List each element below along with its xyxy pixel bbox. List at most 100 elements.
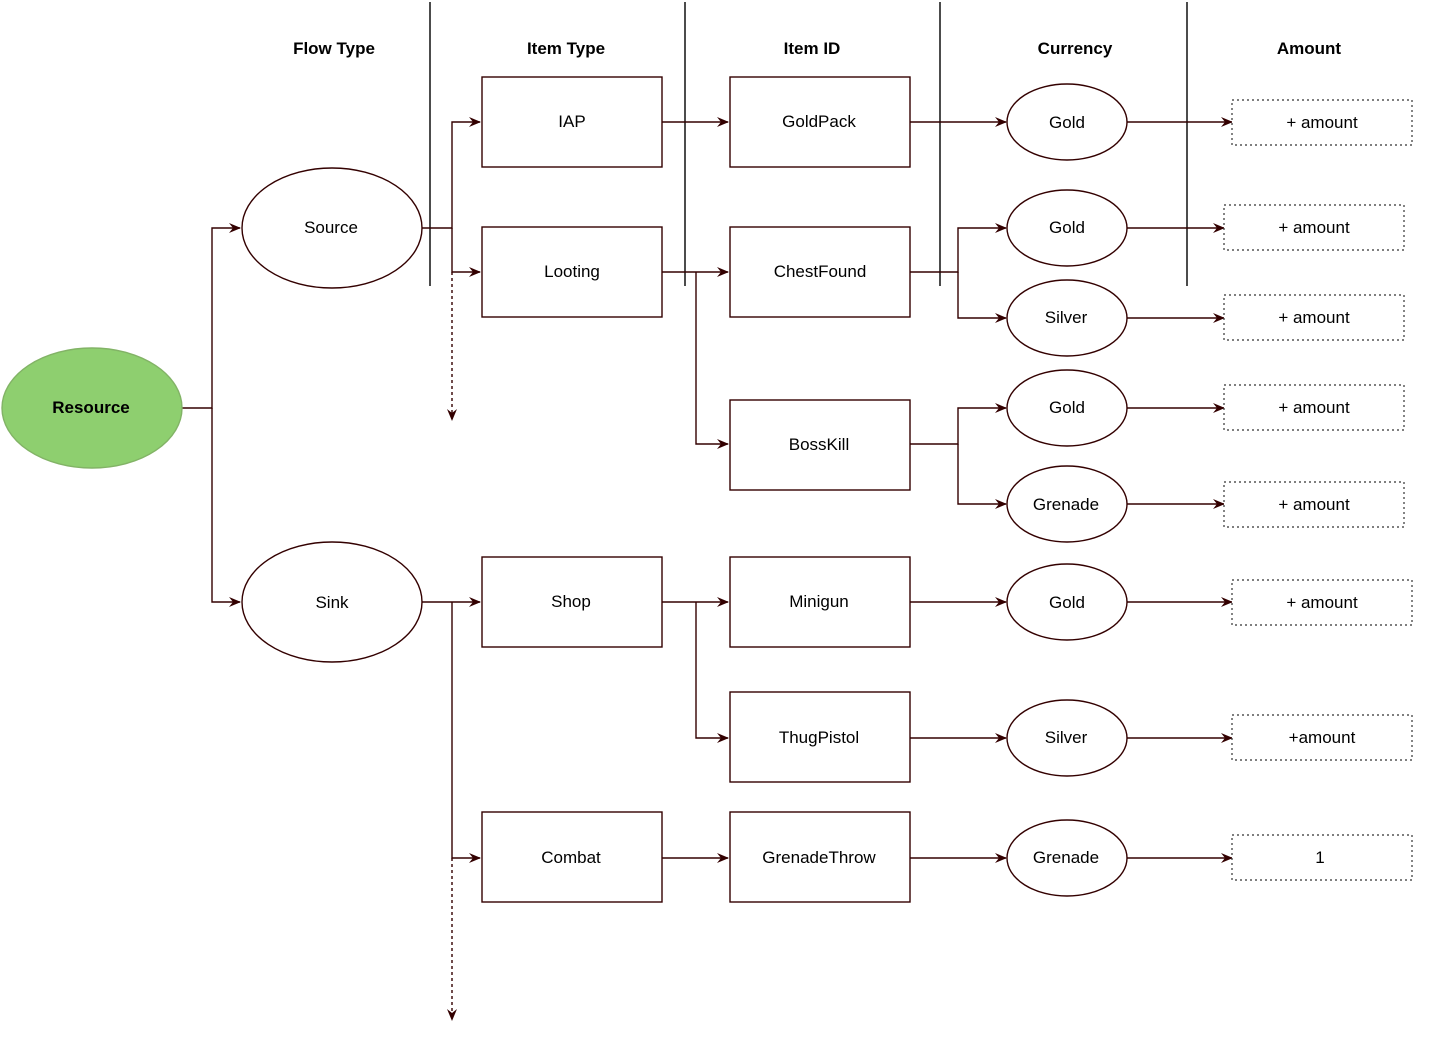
amount-label: 1 bbox=[1315, 848, 1324, 867]
edge-source-iap bbox=[422, 117, 481, 229]
amount-box bbox=[1223, 384, 1405, 431]
flow-label-sink: Sink bbox=[315, 593, 349, 612]
amount-box bbox=[1223, 294, 1405, 341]
amount-box bbox=[1223, 481, 1405, 528]
flow-node-source: Source bbox=[241, 167, 423, 289]
item-id-box bbox=[729, 811, 911, 903]
flow-ellipse bbox=[241, 167, 423, 289]
edge-sink-combat bbox=[451, 602, 481, 863]
currency-label: Grenade bbox=[1033, 495, 1099, 514]
currency-node: Silver bbox=[1006, 699, 1128, 777]
edge-source-looting bbox=[451, 228, 481, 277]
header-item-id: Item ID bbox=[784, 39, 841, 58]
item-type-combat: Combat bbox=[481, 811, 663, 903]
item-id-label: ChestFound bbox=[774, 262, 867, 281]
edge-looting-bosskill bbox=[695, 272, 729, 449]
item-type-label: Combat bbox=[541, 848, 601, 867]
item-type-label: Shop bbox=[551, 592, 591, 611]
item-id-box bbox=[729, 691, 911, 783]
amount-box bbox=[1223, 204, 1405, 251]
item-id-bosskill: BossKill bbox=[729, 399, 911, 491]
currency-ellipse bbox=[1006, 699, 1128, 777]
currency-label: Grenade bbox=[1033, 848, 1099, 867]
item-id-label: Minigun bbox=[789, 592, 849, 611]
currency-ellipse bbox=[1006, 465, 1128, 543]
amount-label: +amount bbox=[1289, 728, 1356, 747]
amount-box bbox=[1231, 99, 1413, 146]
amount-label: + amount bbox=[1286, 113, 1358, 132]
item-id-label: GoldPack bbox=[782, 112, 856, 131]
amount-box bbox=[1231, 714, 1413, 761]
edge-resource-source bbox=[182, 223, 241, 409]
header-currency: Currency bbox=[1038, 39, 1113, 58]
header-flow-type: Flow Type bbox=[293, 39, 375, 58]
currency-node: Grenade bbox=[1006, 465, 1128, 543]
amount-label: + amount bbox=[1278, 495, 1350, 514]
item-id-box bbox=[729, 76, 911, 168]
edge-bosskill-gold bbox=[910, 403, 1007, 445]
amount-node: + amount bbox=[1223, 384, 1405, 431]
item-id-box bbox=[729, 399, 911, 491]
item-type-looting: Looting bbox=[481, 226, 663, 318]
item-id-box bbox=[729, 226, 911, 318]
edge-chestfound-silver bbox=[957, 272, 1007, 323]
item-id-grenadethrow: GrenadeThrow bbox=[729, 811, 911, 903]
currency-node: Grenade bbox=[1006, 819, 1128, 897]
currency-label: Silver bbox=[1045, 308, 1088, 327]
currency-label: Gold bbox=[1049, 113, 1085, 132]
item-id-label: GrenadeThrow bbox=[762, 848, 876, 867]
edge-shop-thugpistol bbox=[695, 602, 729, 743]
item-type-shop: Shop bbox=[481, 556, 663, 648]
edge-chestfound-gold bbox=[910, 223, 1007, 273]
item-type-label: Looting bbox=[544, 262, 600, 281]
currency-label: Gold bbox=[1049, 218, 1085, 237]
currency-ellipse bbox=[1006, 563, 1128, 641]
amount-label: + amount bbox=[1278, 218, 1350, 237]
item-type-box bbox=[481, 556, 663, 648]
amount-label: + amount bbox=[1286, 593, 1358, 612]
edge-resource-sink bbox=[211, 408, 241, 607]
edge-bosskill-grenade bbox=[957, 444, 1007, 509]
currency-ellipse bbox=[1006, 369, 1128, 447]
currency-label: Gold bbox=[1049, 398, 1085, 417]
amount-node: + amount bbox=[1223, 481, 1405, 528]
currency-ellipse bbox=[1006, 83, 1128, 161]
currency-ellipse bbox=[1006, 819, 1128, 897]
currency-ellipse bbox=[1006, 189, 1128, 267]
currency-node: Silver bbox=[1006, 279, 1128, 357]
amount-box bbox=[1231, 579, 1413, 626]
item-id-label: ThugPistol bbox=[779, 728, 859, 747]
header-item-type: Item Type bbox=[527, 39, 605, 58]
amount-node: + amount bbox=[1231, 99, 1413, 146]
item-type-box bbox=[481, 226, 663, 318]
amount-label: + amount bbox=[1278, 308, 1350, 327]
item-id-chestfound: ChestFound bbox=[729, 226, 911, 318]
header-amount: Amount bbox=[1277, 39, 1342, 58]
item-type-box bbox=[481, 76, 663, 168]
currency-node: Gold bbox=[1006, 563, 1128, 641]
currency-label: Silver bbox=[1045, 728, 1088, 747]
root-ellipse bbox=[1, 347, 183, 469]
currency-label: Gold bbox=[1049, 593, 1085, 612]
flow-ellipse bbox=[241, 541, 423, 663]
amount-node: + amount bbox=[1231, 579, 1413, 626]
amount-node: + amount bbox=[1223, 204, 1405, 251]
currency-node: Gold bbox=[1006, 189, 1128, 267]
item-type-iap: IAP bbox=[481, 76, 663, 168]
item-id-label: BossKill bbox=[789, 435, 849, 454]
root-node-resource: Resource bbox=[1, 347, 183, 469]
item-id-thugpistol: ThugPistol bbox=[729, 691, 911, 783]
item-id-goldpack: GoldPack bbox=[729, 76, 911, 168]
amount-node: +amount bbox=[1231, 714, 1413, 761]
root-label: Resource bbox=[52, 398, 129, 417]
currency-node: Gold bbox=[1006, 83, 1128, 161]
item-type-box bbox=[481, 811, 663, 903]
item-id-box bbox=[729, 556, 911, 648]
item-id-minigun: Minigun bbox=[729, 556, 911, 648]
item-type-label: IAP bbox=[558, 112, 585, 131]
currency-ellipse bbox=[1006, 279, 1128, 357]
amount-node: + amount bbox=[1223, 294, 1405, 341]
flow-label-source: Source bbox=[304, 218, 358, 237]
